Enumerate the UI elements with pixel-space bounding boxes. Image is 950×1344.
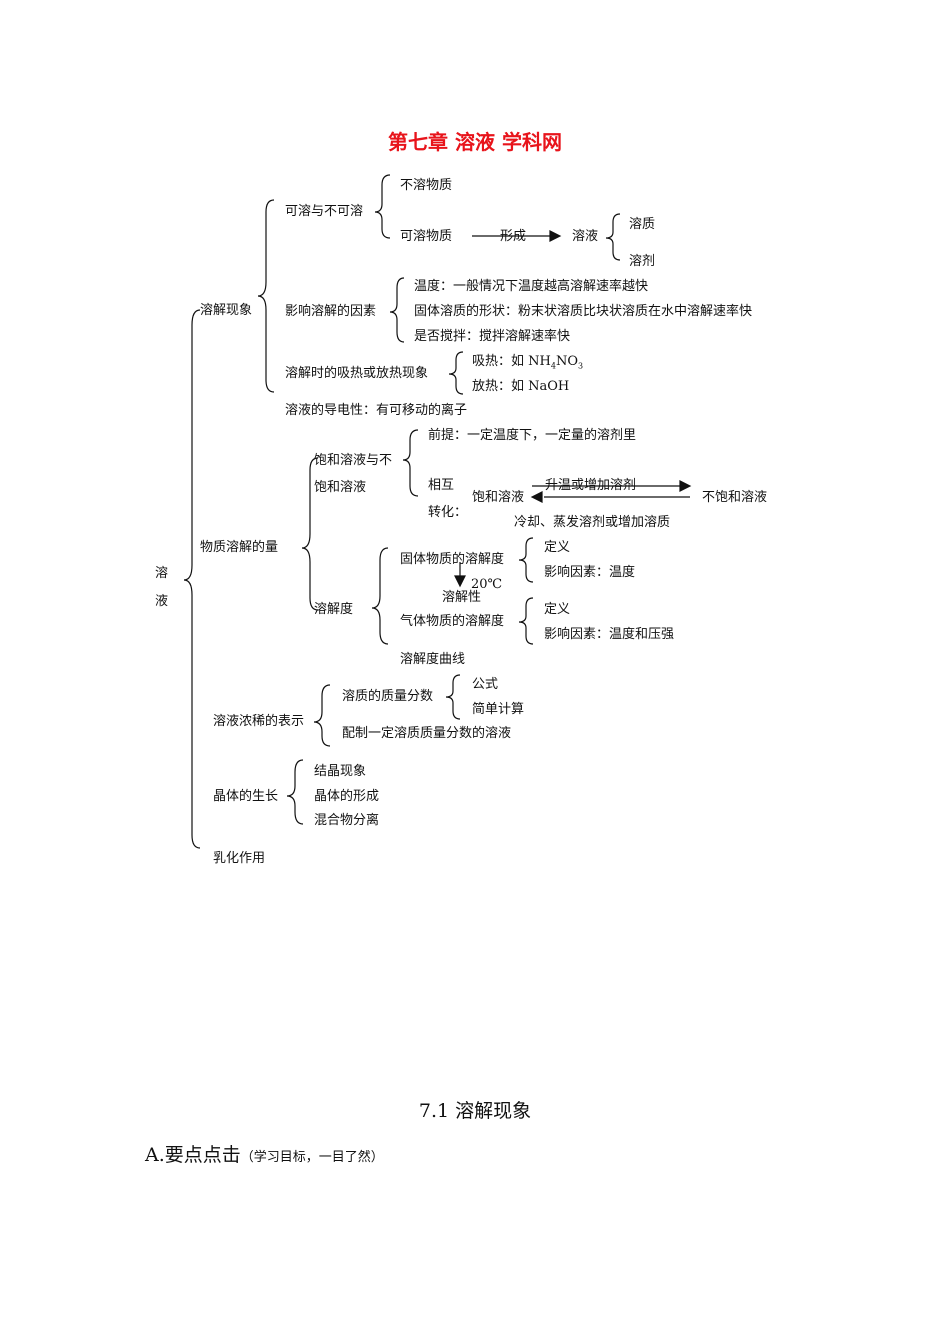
- brace-amount: [301, 457, 319, 611]
- node-solubility-class: 溶解性: [442, 590, 482, 605]
- factor-stirring: 是否搅拌：搅拌溶解速率快: [414, 329, 571, 344]
- gas-factor: 影响因素：温度和压强: [544, 627, 675, 642]
- node-concentration: 溶液浓稀的表示: [213, 714, 305, 729]
- factor-temperature: 温度：一般情况下温度越高溶解速率越快: [414, 279, 649, 294]
- chapter-title: 第七章 溶液 学科网: [388, 130, 562, 154]
- node-saturated-2: 饱和溶液: [314, 480, 367, 495]
- brace-saturated: [402, 429, 419, 497]
- node-mass-fraction: 溶质的质量分数: [342, 689, 434, 704]
- brace-gas: [518, 597, 534, 645]
- heat-release: 放热：如 NaOH: [472, 379, 570, 394]
- node-formula: 公式: [472, 677, 499, 692]
- node-crystallization: 结晶现象: [314, 764, 367, 779]
- node-emulsification: 乳化作用: [213, 851, 266, 866]
- node-gas-solubility: 气体物质的溶解度: [400, 614, 505, 629]
- node-soluble: 可溶与不可溶: [285, 204, 364, 219]
- node-amount: 物质溶解的量: [200, 540, 279, 555]
- brace-factors: [389, 277, 405, 343]
- node-factors: 影响溶解的因素: [285, 304, 377, 319]
- brace-solution: [605, 213, 621, 261]
- node-solid-solubility: 固体物质的溶解度: [400, 552, 505, 567]
- node-solute: 溶质: [629, 217, 656, 232]
- root-char-1: 溶: [155, 566, 169, 581]
- gas-definition: 定义: [544, 602, 571, 617]
- brace-mass-fraction: [445, 674, 461, 720]
- arrow-label-cool: 冷却、蒸发溶剂或增加溶质: [514, 515, 671, 530]
- brace-concentration: [313, 684, 331, 747]
- solid-factor: 影响因素：温度: [544, 565, 636, 580]
- subsection-heading: A.要点点击（学习目标，一目了然）: [145, 1140, 384, 1167]
- node-solution: 溶液: [572, 229, 599, 244]
- node-dissolving: 溶解现象: [200, 303, 253, 318]
- node-mixture-separation: 混合物分离: [314, 813, 380, 828]
- node-preparation: 配制一定溶质质量分数的溶液: [342, 726, 512, 741]
- node-unsat-solution: 不饱和溶液: [702, 490, 768, 505]
- brace-soluble: [374, 174, 391, 239]
- subsection-note: （学习目标，一目了然）: [240, 1150, 384, 1165]
- node-soluble-matter: 可溶物质: [400, 229, 453, 244]
- node-insoluble: 不溶物质: [400, 178, 453, 193]
- brace-dissolving: [257, 199, 275, 393]
- brace-root: [183, 309, 201, 849]
- node-solvent: 溶剂: [629, 254, 656, 269]
- factor-shape: 固体溶质的形状：粉末状溶质比块状溶质在水中溶解速率快: [414, 304, 753, 319]
- node-conductivity: 溶液的导电性：有可移动的离子: [285, 403, 468, 418]
- subsection-main: A.要点点击: [145, 1144, 241, 1166]
- node-sat-solution: 饱和溶液: [472, 490, 525, 505]
- heat-absorb: 吸热：如 NH4NO3: [472, 354, 584, 371]
- node-saturated-1: 饱和溶液与不: [314, 453, 393, 468]
- node-solubility: 溶解度: [314, 602, 354, 617]
- node-heat: 溶解时的吸热或放热现象: [285, 366, 429, 381]
- saturated-premise: 前提：一定温度下，一定量的溶剂里: [428, 428, 637, 443]
- root-char-2: 液: [155, 594, 169, 609]
- brace-crystal: [286, 759, 304, 825]
- root-node: 溶 液: [155, 560, 171, 616]
- node-crystal-growth: 晶体的生长: [213, 789, 279, 804]
- section-heading: 7.1 溶解现象: [418, 1100, 532, 1122]
- temp-20c: 20℃: [471, 577, 503, 592]
- node-calculation: 简单计算: [472, 702, 525, 717]
- arrow-label-form: 形成: [500, 229, 527, 244]
- conversion-label-2: 转化：: [428, 505, 468, 520]
- node-crystal-formation: 晶体的形成: [314, 789, 380, 804]
- brace-solubility: [371, 547, 389, 645]
- solid-definition: 定义: [544, 540, 571, 555]
- brace-heat: [448, 351, 464, 395]
- arrow-label-heat: 升温或增加溶剂: [545, 478, 637, 493]
- conversion-label-1: 相互: [428, 478, 455, 493]
- brace-solid: [518, 537, 534, 583]
- node-solubility-curve: 溶解度曲线: [400, 652, 466, 667]
